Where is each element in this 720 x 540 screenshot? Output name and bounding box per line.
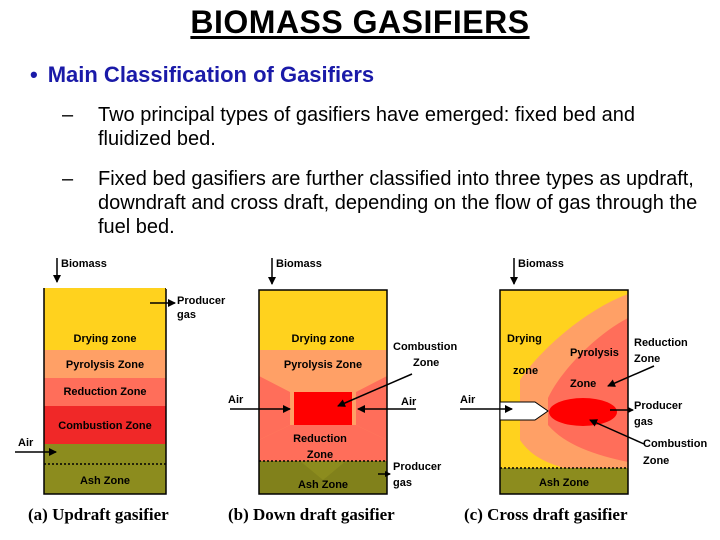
updraft-combustion-zone	[44, 406, 166, 444]
downdraft-ash-label: Ash Zone	[298, 479, 348, 491]
subpoint-2: – Fixed bed gasifiers are further classi…	[62, 167, 702, 239]
updraft-reduction-zone	[44, 378, 166, 406]
crossdraft-reduction-zone	[548, 318, 628, 462]
downdraft-drying-label: Drying zone	[292, 333, 355, 345]
downdraft-combustion-left	[259, 376, 290, 440]
subpoint-dash: –	[62, 104, 74, 126]
updraft-drying-label: Drying zone	[74, 333, 137, 345]
downdraft-drying-zone	[259, 290, 387, 350]
updraft-ash-zone	[44, 444, 166, 494]
updraft-drying-zone	[44, 288, 166, 350]
crossdraft-combustion-pointer	[589, 419, 645, 445]
downdraft-ash-cone	[259, 461, 387, 494]
section-heading: • Main Classification of Gasifiers	[30, 62, 374, 88]
downdraft-combustion-right	[356, 376, 387, 440]
page-title: BIOMASS GASIFIERS	[190, 4, 530, 40]
downdraft-biomass-label: Biomass	[276, 258, 322, 270]
updraft-caption: (a) Updraft gasifier	[28, 505, 169, 524]
crossdraft-ash-label: Ash Zone	[539, 477, 589, 489]
downdraft-reduction-zone	[259, 425, 387, 461]
downdraft-hot-core	[294, 392, 352, 425]
updraft-biomass-label: Biomass	[61, 258, 107, 270]
downdraft-pyrolysis-label: Pyrolysis Zone	[284, 359, 362, 371]
crossdraft-ash-zone	[500, 468, 628, 494]
downdraft-caption: (b) Down draft gasifier	[228, 505, 395, 524]
subpoint-1: – Two principal types of gasifiers have …	[62, 103, 702, 151]
subpoint-text: Fixed bed gasifiers are further classifi…	[98, 168, 698, 238]
crossdraft-combustion-zone	[549, 398, 617, 426]
subpoint-text: Two principal types of gasifiers have em…	[98, 104, 635, 150]
bullet: •	[30, 62, 38, 87]
updraft-pyrolysis-zone	[44, 350, 166, 378]
crossdraft-vessel	[499, 289, 629, 495]
updraft-vessel	[43, 288, 167, 495]
crossdraft-biomass-label: Biomass	[518, 258, 564, 270]
downdraft-diagram: Biomass Drying zone Pyrolysis Zone Combu…	[228, 258, 457, 495]
updraft-ash-label: Ash Zone	[80, 475, 130, 487]
crossdraft-air-label: Air	[460, 394, 476, 406]
downdraft-pyrolysis-zone	[259, 350, 387, 376]
downdraft-air-right-label: Air	[401, 396, 417, 408]
crossdraft-reduction-pointer	[607, 365, 655, 387]
heading-text: Main Classification of Gasifiers	[47, 62, 375, 87]
downdraft-air-left-label: Air	[228, 394, 244, 406]
updraft-reduction-label: Reduction Zone	[63, 386, 146, 398]
downdraft-vessel	[258, 289, 388, 495]
updraft-air-label: Air	[18, 437, 34, 449]
subpoint-dash: –	[62, 168, 74, 190]
crossdraft-caption: (c) Cross draft gasifier	[464, 505, 628, 524]
updraft-combustion-label: Combustion Zone	[58, 420, 152, 432]
downdraft-ash-zone	[259, 461, 387, 494]
updraft-pyrolysis-label: Pyrolysis Zone	[66, 359, 144, 371]
downdraft-combustion-pointer	[337, 373, 413, 407]
